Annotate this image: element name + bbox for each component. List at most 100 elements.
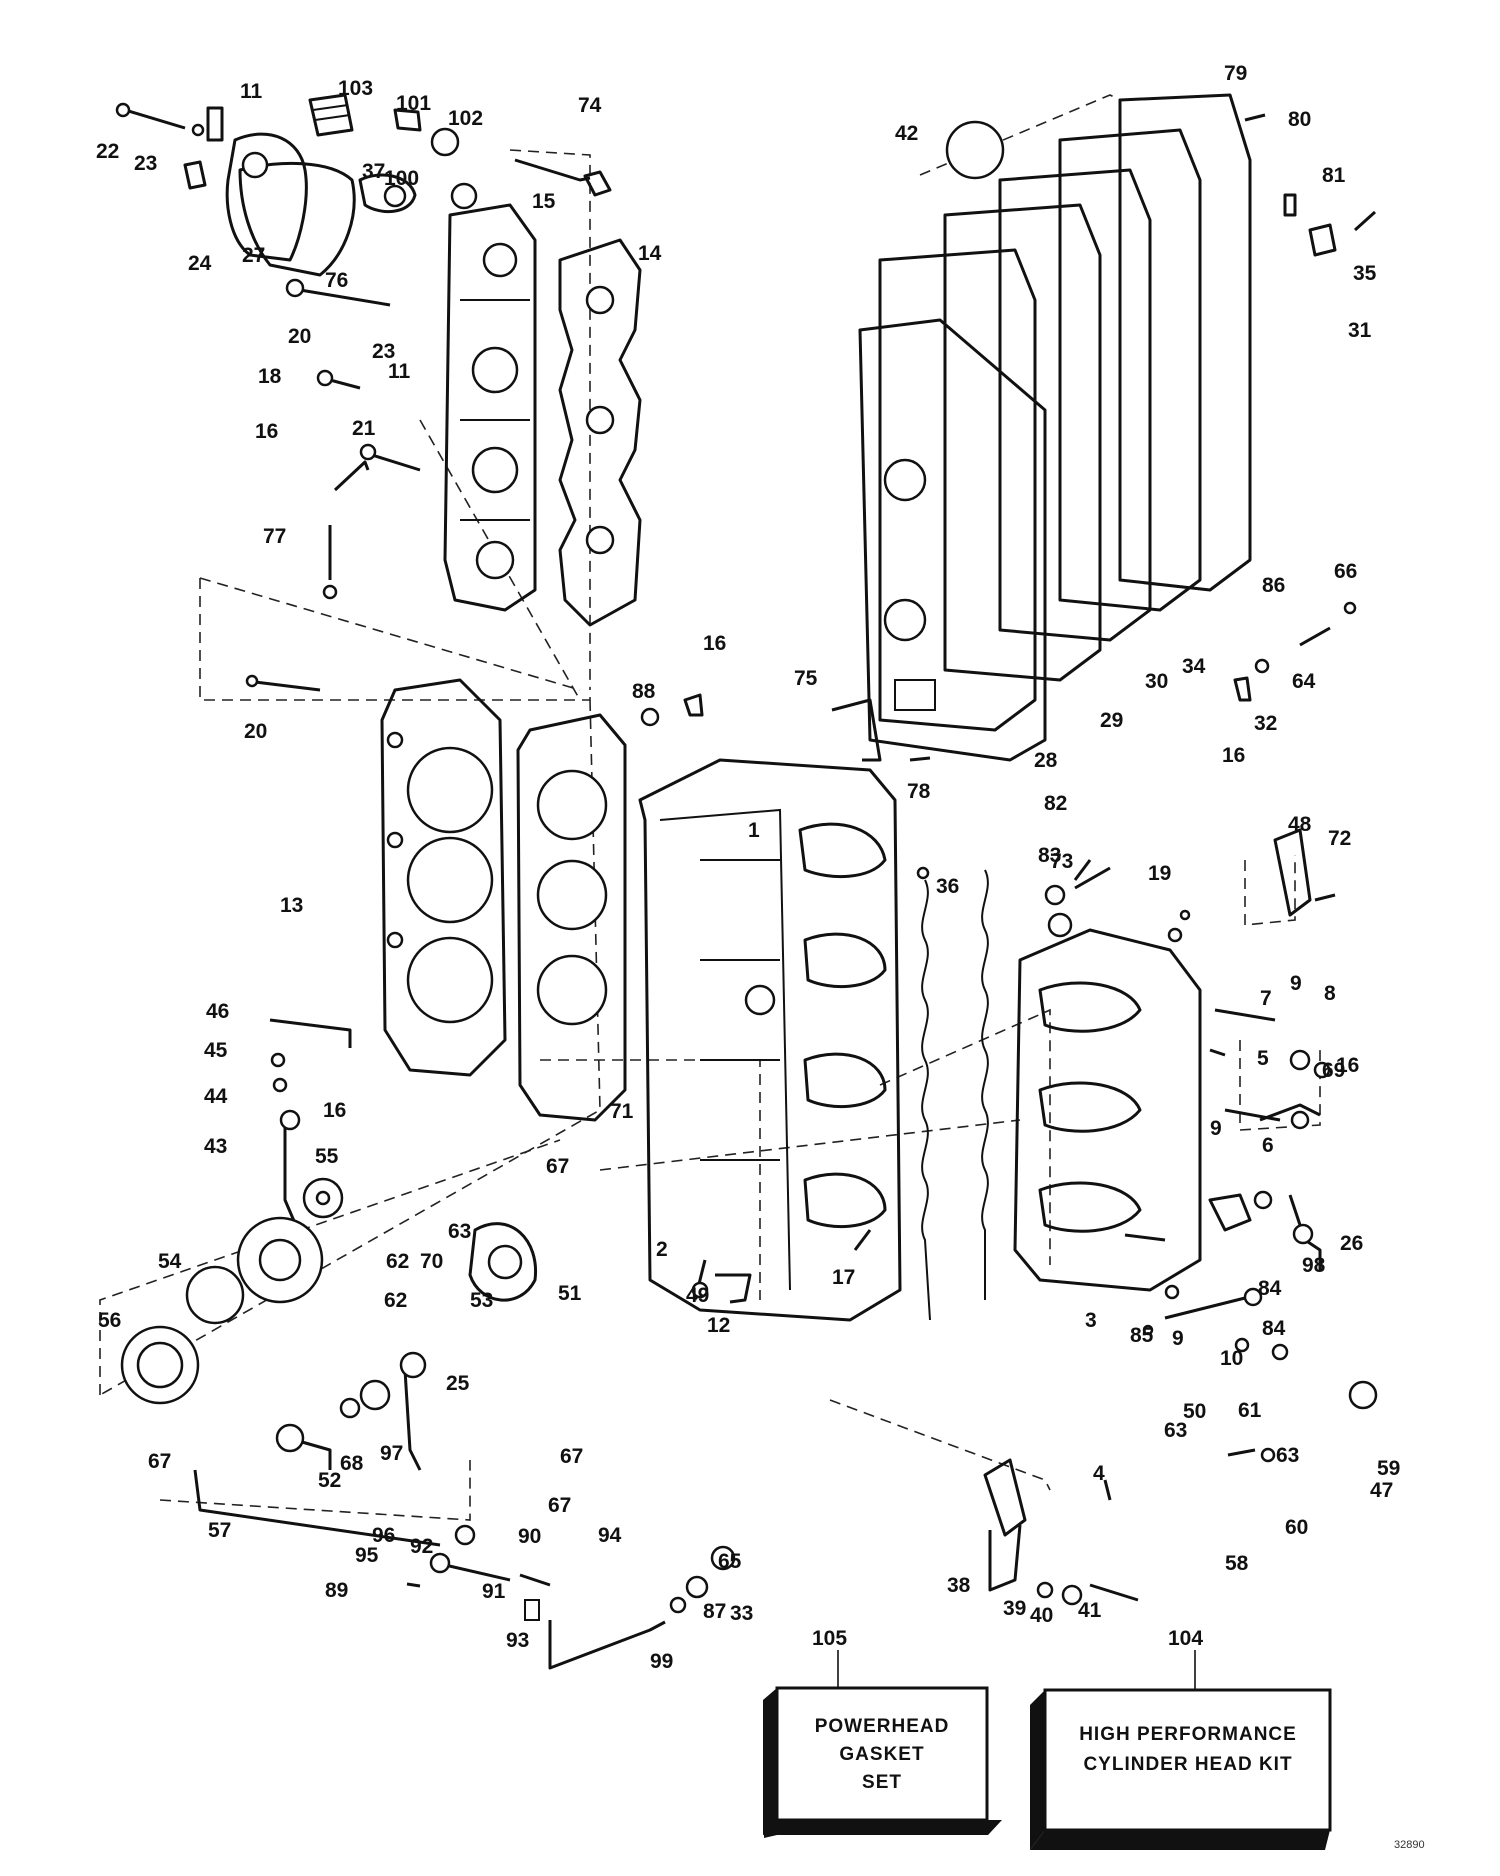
callout-labels: 1 2 3 4 5 6 7 8 9 9 9 10 11 11 12 13 14 … bbox=[96, 62, 1400, 1673]
callout: 100 bbox=[384, 167, 419, 190]
callout: 27 bbox=[242, 244, 265, 267]
callout: 63 bbox=[1164, 1419, 1187, 1442]
callout: 18 bbox=[258, 365, 282, 388]
callout: 57 bbox=[208, 1519, 231, 1542]
callout: 2 bbox=[656, 1238, 668, 1261]
callout: 74 bbox=[578, 94, 602, 117]
callout: 68 bbox=[340, 1452, 364, 1475]
callout: 25 bbox=[446, 1372, 470, 1395]
callout: 56 bbox=[98, 1309, 121, 1332]
callout: 30 bbox=[1145, 670, 1168, 693]
callout: 84 bbox=[1258, 1277, 1282, 1300]
callout: 99 bbox=[650, 1650, 673, 1673]
callout: 85 bbox=[1130, 1324, 1154, 1347]
callout: 16 bbox=[1222, 744, 1245, 767]
crankcase-seal bbox=[921, 869, 989, 1321]
callout: 3 bbox=[1085, 1309, 1097, 1332]
callout: 76 bbox=[325, 269, 348, 292]
callout: 84 bbox=[1262, 1317, 1286, 1340]
callout: 98 bbox=[1302, 1254, 1326, 1277]
callout: 46 bbox=[206, 1000, 229, 1023]
callout: 105 bbox=[812, 1627, 847, 1650]
callout: 9 bbox=[1290, 972, 1302, 995]
callout: 60 bbox=[1285, 1516, 1308, 1539]
callout: 69 bbox=[1322, 1059, 1345, 1082]
callout: 63 bbox=[448, 1220, 471, 1243]
callout: 36 bbox=[936, 875, 959, 898]
callout: 86 bbox=[1262, 574, 1285, 597]
callout: 95 bbox=[355, 1544, 379, 1567]
cover-gasket bbox=[558, 238, 642, 627]
callout: 90 bbox=[518, 1525, 541, 1548]
callout: 75 bbox=[794, 667, 818, 690]
callout: 67 bbox=[548, 1494, 571, 1517]
callout: 51 bbox=[558, 1282, 582, 1305]
kit-104-line-1: HIGH PERFORMANCE bbox=[1079, 1724, 1297, 1745]
callout: 23 bbox=[134, 152, 157, 175]
crankcase-block bbox=[638, 758, 902, 1322]
callout: 97 bbox=[380, 1442, 403, 1465]
callout: 38 bbox=[947, 1574, 971, 1597]
callout: 71 bbox=[610, 1100, 634, 1123]
callout: 88 bbox=[632, 680, 656, 703]
callout: 11 bbox=[388, 360, 411, 383]
callout: 101 bbox=[396, 92, 431, 115]
callout: 26 bbox=[1340, 1232, 1363, 1255]
kit-leaders bbox=[837, 1650, 1196, 1690]
callout: 66 bbox=[1334, 560, 1357, 583]
reference-code: 32890 bbox=[1394, 1839, 1425, 1851]
callout: 42 bbox=[895, 122, 918, 145]
callout: 63 bbox=[1276, 1444, 1299, 1467]
callout: 39 bbox=[1003, 1597, 1026, 1620]
callout: 22 bbox=[96, 140, 119, 163]
callout: 6 bbox=[1262, 1134, 1274, 1157]
callout: 64 bbox=[1292, 670, 1316, 693]
callout: 5 bbox=[1257, 1047, 1269, 1070]
callout: 16 bbox=[1336, 1054, 1359, 1077]
callout: 102 bbox=[448, 107, 483, 130]
callout: 52 bbox=[318, 1469, 341, 1492]
fasteners-left bbox=[245, 278, 421, 692]
crankcase-front bbox=[1013, 928, 1202, 1292]
callout: 67 bbox=[546, 1155, 569, 1178]
callout: 16 bbox=[703, 632, 726, 655]
powerhead-gasket-set-box: POWERHEAD GASKET SET bbox=[763, 1686, 1002, 1838]
fasteners-right bbox=[640, 113, 1378, 1606]
callout: 14 bbox=[638, 242, 662, 265]
callout: 72 bbox=[1328, 827, 1351, 850]
callout: 87 bbox=[703, 1600, 726, 1623]
callout: 12 bbox=[707, 1314, 730, 1337]
callout: 16 bbox=[323, 1099, 346, 1122]
callout: 7 bbox=[1260, 987, 1272, 1010]
callout: 67 bbox=[148, 1450, 171, 1473]
callout: 9 bbox=[1172, 1327, 1184, 1350]
callout: 50 bbox=[1183, 1400, 1206, 1423]
callout: 9 bbox=[1210, 1117, 1222, 1140]
callout: 91 bbox=[482, 1580, 506, 1603]
callout: 104 bbox=[1168, 1627, 1203, 1650]
assembly-guide-lines bbox=[99, 94, 1321, 1521]
callout: 58 bbox=[1225, 1552, 1249, 1575]
callout: 11 bbox=[240, 80, 263, 103]
callout: 48 bbox=[1288, 813, 1312, 836]
callout: 44 bbox=[204, 1085, 228, 1108]
callout: 10 bbox=[1220, 1347, 1243, 1370]
callout: 82 bbox=[1044, 792, 1067, 815]
callout: 89 bbox=[325, 1579, 348, 1602]
kit-104-line-2: CYLINDER HEAD KIT bbox=[1083, 1754, 1292, 1775]
callout: 41 bbox=[1078, 1599, 1102, 1622]
kit-105-line-2: GASKET bbox=[839, 1744, 924, 1765]
callout: 47 bbox=[1370, 1479, 1393, 1502]
callout: 103 bbox=[338, 77, 373, 100]
callout: 65 bbox=[718, 1550, 742, 1573]
exhaust-plates bbox=[858, 93, 1252, 762]
callout: 96 bbox=[372, 1524, 395, 1547]
throttle-linkage-group bbox=[120, 1018, 736, 1670]
callout: 92 bbox=[410, 1535, 433, 1558]
high-performance-cylinder-head-kit-box: HIGH PERFORMANCE CYLINDER HEAD KIT bbox=[1030, 1688, 1332, 1850]
callout: 54 bbox=[158, 1250, 182, 1273]
callout: 1 bbox=[748, 819, 760, 842]
callout: 43 bbox=[204, 1135, 227, 1158]
callout: 62 bbox=[386, 1250, 409, 1273]
